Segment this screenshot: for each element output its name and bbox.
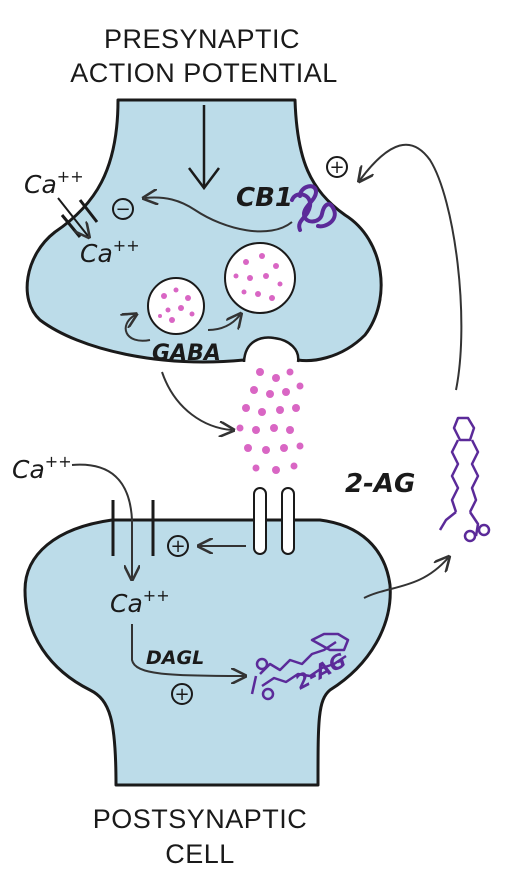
title-cell: CELL bbox=[165, 839, 235, 869]
cb1-label: CB1 bbox=[236, 183, 293, 213]
ca-label-bottom-outer: Ca++ bbox=[12, 452, 72, 484]
gaba-label: GABA bbox=[152, 341, 221, 366]
two-ag-label-right: 2-AG bbox=[345, 469, 415, 499]
plus-sign-cb1-circle bbox=[326, 156, 348, 178]
fusing-vesicle bbox=[242, 336, 300, 363]
dagl-arrow bbox=[131, 624, 244, 676]
dagl-label: DAGL bbox=[146, 647, 204, 669]
gaba-receptor-left bbox=[253, 487, 267, 555]
vesicle-curl-arrow-left bbox=[126, 315, 151, 342]
gaba-to-cleft-arrow bbox=[161, 371, 232, 430]
title-presynaptic: PRESYNAPTIC bbox=[104, 24, 300, 54]
cb1-to-channel-arrow bbox=[145, 198, 293, 233]
vesicle-right bbox=[224, 242, 296, 314]
cb1-receptor-2 bbox=[290, 192, 313, 232]
plus-sign-cb1: + bbox=[329, 157, 344, 178]
plus-sign-dagl-circle bbox=[171, 683, 193, 705]
vesicle-right-dots bbox=[233, 253, 283, 301]
title-postsynaptic: POSTSYNAPTIC bbox=[93, 804, 308, 834]
two-ag-molecule-right bbox=[438, 416, 491, 543]
vesicle-curl-arrow-right bbox=[207, 315, 240, 331]
plus-sign-receptor-circle bbox=[167, 535, 189, 557]
postsynaptic-cell bbox=[23, 518, 392, 787]
cb1-receptor bbox=[298, 184, 337, 229]
released-gaba bbox=[236, 368, 304, 474]
ca-label-top-inner: Ca++ bbox=[80, 236, 140, 268]
title-action-potential: ACTION POTENTIAL bbox=[70, 58, 338, 88]
minus-sign: − bbox=[115, 199, 130, 220]
ca-label-bottom-inner: Ca++ bbox=[110, 586, 170, 618]
vesicle-left-dots bbox=[158, 287, 195, 323]
plus-sign-receptor: + bbox=[170, 536, 185, 557]
ca-influx-arrow-bottom bbox=[71, 463, 132, 578]
gaba-receptor-right bbox=[281, 487, 295, 555]
two-ag-exit-arrow bbox=[363, 558, 448, 599]
ca-channel-top-right bbox=[78, 199, 99, 223]
vesicle-left bbox=[147, 277, 205, 335]
action-potential-arrowhead bbox=[188, 167, 220, 191]
ca-influx-arrow-top bbox=[57, 197, 88, 236]
plus-sign-dagl: + bbox=[174, 684, 189, 705]
retrograde-arrow bbox=[360, 143, 463, 391]
two-ag-molecule-lower bbox=[250, 632, 350, 701]
minus-sign-circle bbox=[112, 198, 134, 220]
ca-label-top-outer: Ca++ bbox=[24, 167, 84, 199]
